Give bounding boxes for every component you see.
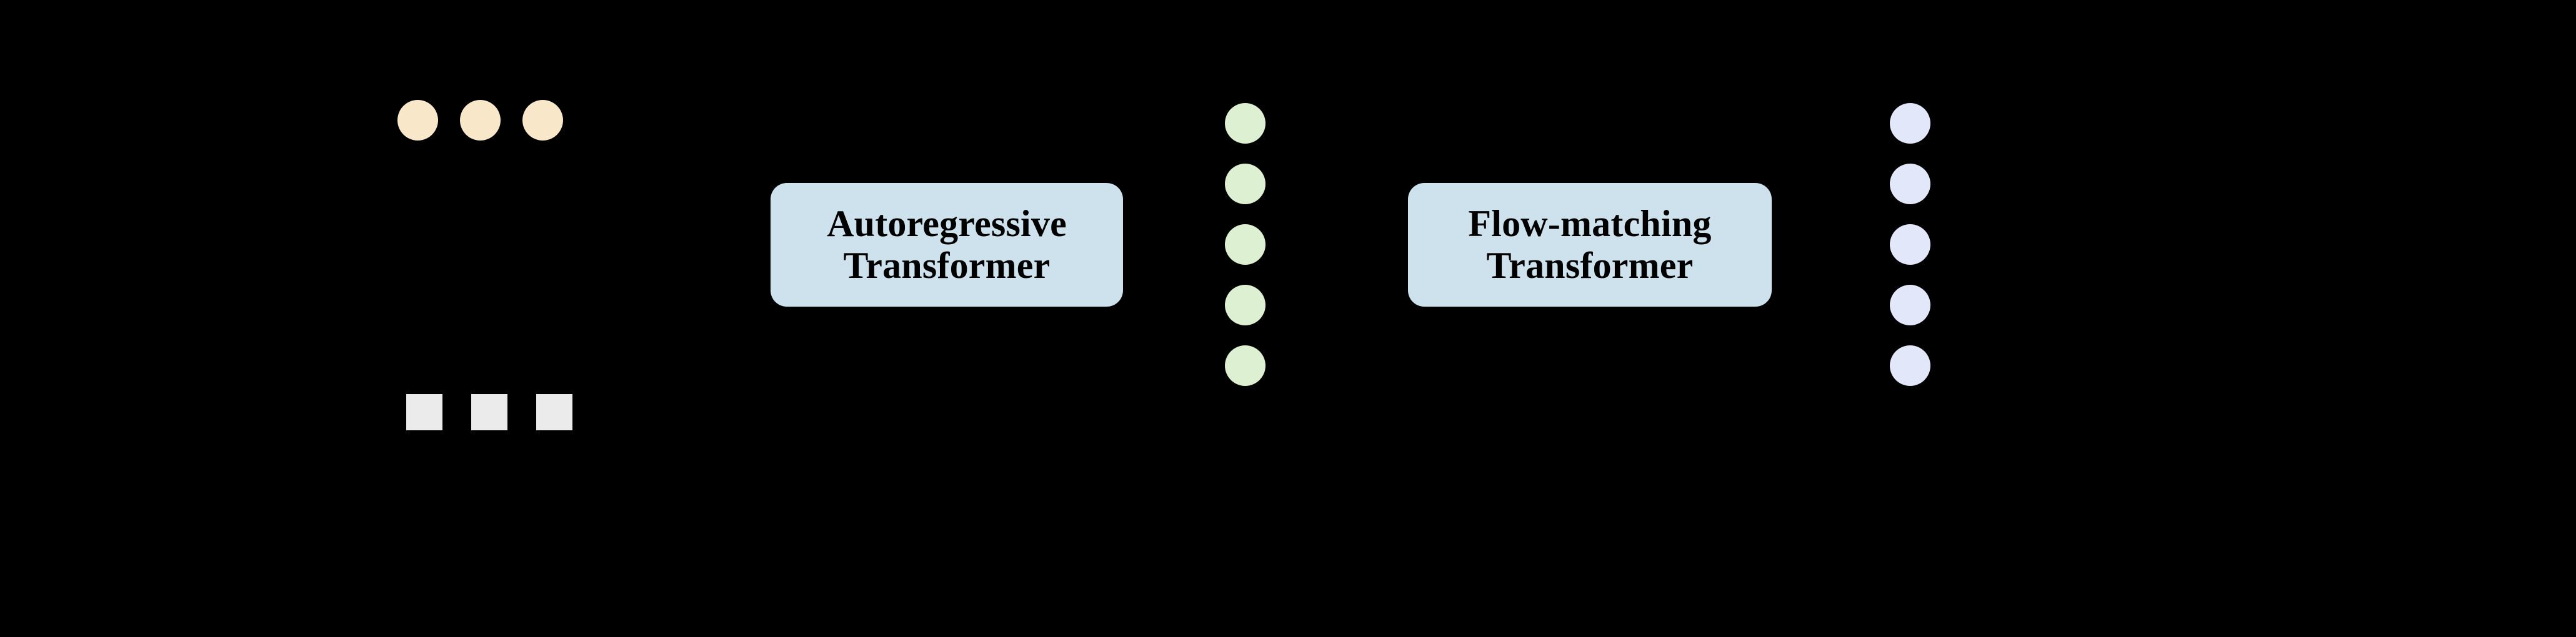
token-circle-hidden-green-tokens-5 — [1225, 345, 1266, 386]
token-circle-output-lavender-tokens-4 — [1890, 285, 1930, 325]
token-circle-hidden-green-tokens-4 — [1225, 285, 1266, 325]
token-circle-output-lavender-tokens-2 — [1890, 164, 1930, 204]
token-square-input-gray-tokens-3 — [536, 394, 572, 430]
module-label-flow-matching-transformer: Flow-matching Transformer — [1468, 202, 1712, 286]
token-circle-hidden-green-tokens-1 — [1225, 103, 1266, 144]
module-box-autoregressive-transformer[interactable]: Autoregressive Transformer — [771, 183, 1123, 307]
token-circle-output-lavender-tokens-3 — [1890, 224, 1930, 265]
token-circle-input-cream-tokens-3 — [522, 100, 563, 141]
token-circle-hidden-green-tokens-2 — [1225, 164, 1266, 204]
token-circle-input-cream-tokens-2 — [460, 100, 501, 141]
token-square-input-gray-tokens-1 — [406, 394, 442, 430]
token-square-input-gray-tokens-2 — [471, 394, 507, 430]
module-label-autoregressive-transformer: Autoregressive Transformer — [827, 202, 1067, 286]
token-circle-input-cream-tokens-1 — [397, 100, 438, 141]
token-circle-output-lavender-tokens-5 — [1890, 345, 1930, 386]
token-circle-hidden-green-tokens-3 — [1225, 224, 1266, 265]
module-box-flow-matching-transformer[interactable]: Flow-matching Transformer — [1408, 183, 1772, 307]
token-circle-output-lavender-tokens-1 — [1890, 103, 1930, 144]
